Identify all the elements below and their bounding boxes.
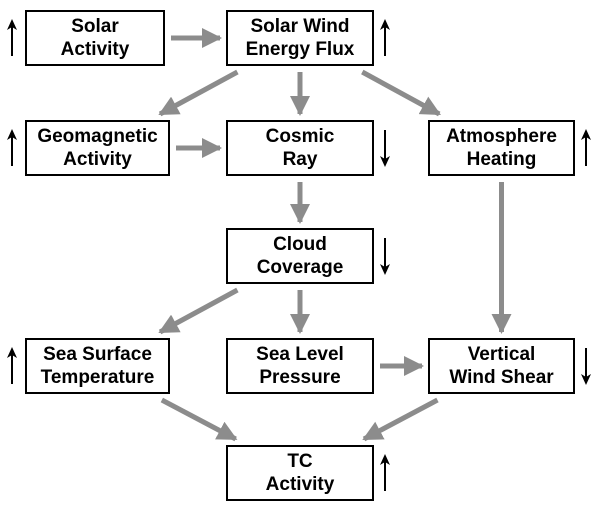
geomagnetic-activity-box: Geomagnetic Activity xyxy=(25,120,170,176)
sea-surface-temperature-label: Sea Surface Temperature xyxy=(40,344,155,388)
solar-wind-box: Solar Wind Energy Flux xyxy=(226,10,374,66)
sea-level-pressure-label: Sea Level Pressure xyxy=(256,344,344,388)
solar-wind-label: Solar Wind Energy Flux xyxy=(245,16,355,60)
cosmic-ray-down-arrow-icon xyxy=(380,130,390,167)
trend-arrow-head xyxy=(7,129,17,140)
trend-arrow-head xyxy=(7,19,17,30)
trend-arrow-head xyxy=(380,19,390,30)
solar-wind-up-arrow-icon xyxy=(380,19,390,56)
arrow-solar-wind-to-atmosphere xyxy=(361,69,441,117)
solar-activity-label: Solar Activity xyxy=(60,16,130,60)
arrow-shear-to-tc xyxy=(362,397,439,442)
trend-arrow-head xyxy=(380,156,390,167)
tc-activity-label: TC Activity xyxy=(265,451,335,495)
solar-activity-box: Solar Activity xyxy=(25,10,165,66)
cloud-coverage-box: Cloud Coverage xyxy=(226,228,374,284)
tc-activity-up-arrow-icon xyxy=(380,454,390,491)
trend-arrow-head xyxy=(581,374,591,385)
vertical-wind-shear-down-arrow-icon xyxy=(581,348,591,385)
cloud-coverage-label: Cloud Coverage xyxy=(256,234,344,278)
trend-arrow-head xyxy=(380,454,390,465)
geomagnetic-activity-label: Geomagnetic Activity xyxy=(37,126,158,170)
atmosphere-heating-label: Atmosphere Heating xyxy=(446,126,557,170)
trend-arrow-head xyxy=(7,347,17,358)
cosmic-ray-box: Cosmic Ray xyxy=(226,120,374,176)
geomagnetic-up-arrow-icon xyxy=(7,129,17,166)
arrow-solar-wind-to-geomagnetic xyxy=(158,69,239,117)
solar-activity-up-arrow-icon xyxy=(7,19,17,56)
atmosphere-heating-up-arrow-icon xyxy=(581,129,591,166)
sea-surface-temperature-up-arrow-icon xyxy=(7,347,17,384)
atmosphere-heating-box: Atmosphere Heating xyxy=(428,120,575,176)
cosmic-ray-label: Cosmic Ray xyxy=(265,126,335,170)
cloud-coverage-down-arrow-icon xyxy=(380,238,390,275)
vertical-wind-shear-label: Vertical Wind Shear xyxy=(449,344,554,388)
arrow-cloud-to-sst xyxy=(158,287,239,335)
sea-surface-temperature-box: Sea Surface Temperature xyxy=(25,338,170,394)
sea-level-pressure-box: Sea Level Pressure xyxy=(226,338,374,394)
vertical-wind-shear-box: Vertical Wind Shear xyxy=(428,338,575,394)
tc-activity-box: TC Activity xyxy=(226,445,374,501)
trend-arrow-head xyxy=(380,264,390,275)
trend-arrow-head xyxy=(581,129,591,140)
arrow-sst-to-tc xyxy=(160,397,238,442)
